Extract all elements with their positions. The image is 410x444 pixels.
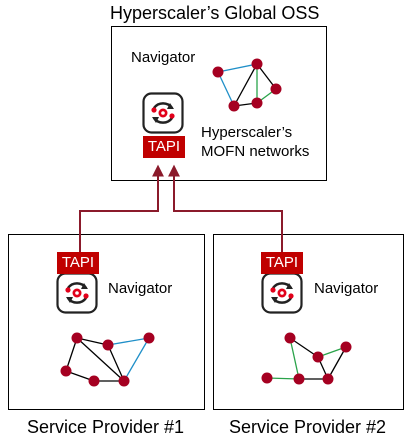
network-node: [340, 341, 352, 353]
sp1-title: Service Provider #1: [27, 417, 185, 437]
network-node: [212, 66, 224, 78]
network-node: [228, 100, 240, 112]
tapi-badge-top: TAPI: [143, 136, 185, 158]
tapi-badge-sp1: TAPI: [57, 252, 99, 274]
network-link: [289, 337, 300, 380]
network-node: [143, 332, 155, 344]
sp1-navigator-label: Navigator: [108, 280, 173, 297]
top-network-label-line2: MOFN networks: [201, 143, 310, 160]
network-node: [261, 372, 273, 384]
sp2-navigator-label: Navigator: [314, 280, 379, 297]
network-link: [107, 337, 150, 346]
navigator-icon: [56, 272, 98, 314]
network-node: [60, 365, 72, 377]
network-link: [65, 337, 78, 372]
tapi-badge-sp2: TAPI: [261, 252, 303, 274]
network-node: [312, 351, 324, 363]
navigator-icon: [142, 92, 184, 134]
network-link: [217, 63, 258, 73]
network-link: [76, 337, 125, 382]
navigator-icon: [261, 272, 303, 314]
sp2-title: Service Provider #2: [229, 417, 387, 437]
top-network-label-line1: Hyperscaler’s: [201, 124, 293, 141]
sp1-network-graph: [60, 332, 155, 387]
network-node: [284, 332, 296, 344]
network-link: [107, 344, 125, 382]
connector-sp1-to-top: [79, 164, 164, 256]
network-node: [322, 373, 334, 385]
network-node: [270, 83, 282, 95]
network-link: [233, 63, 258, 107]
connector-sp2-to-top: [168, 164, 283, 256]
network-link: [217, 71, 235, 107]
network-node: [88, 375, 100, 387]
network-node: [293, 373, 305, 385]
top-title: Hyperscaler’s Global OSS: [110, 3, 320, 23]
top-network-graph: [212, 58, 282, 112]
network-node: [251, 97, 263, 109]
sp2-network-graph: [261, 332, 352, 385]
network-link: [123, 337, 150, 382]
network-link: [289, 337, 319, 358]
top-navigator-label: Navigator: [131, 49, 196, 66]
network-node: [118, 375, 130, 387]
network-node: [71, 332, 83, 344]
network-link: [327, 346, 347, 380]
network-node: [251, 58, 263, 70]
service-provider-2-box: [213, 234, 404, 410]
network-node: [102, 339, 114, 351]
